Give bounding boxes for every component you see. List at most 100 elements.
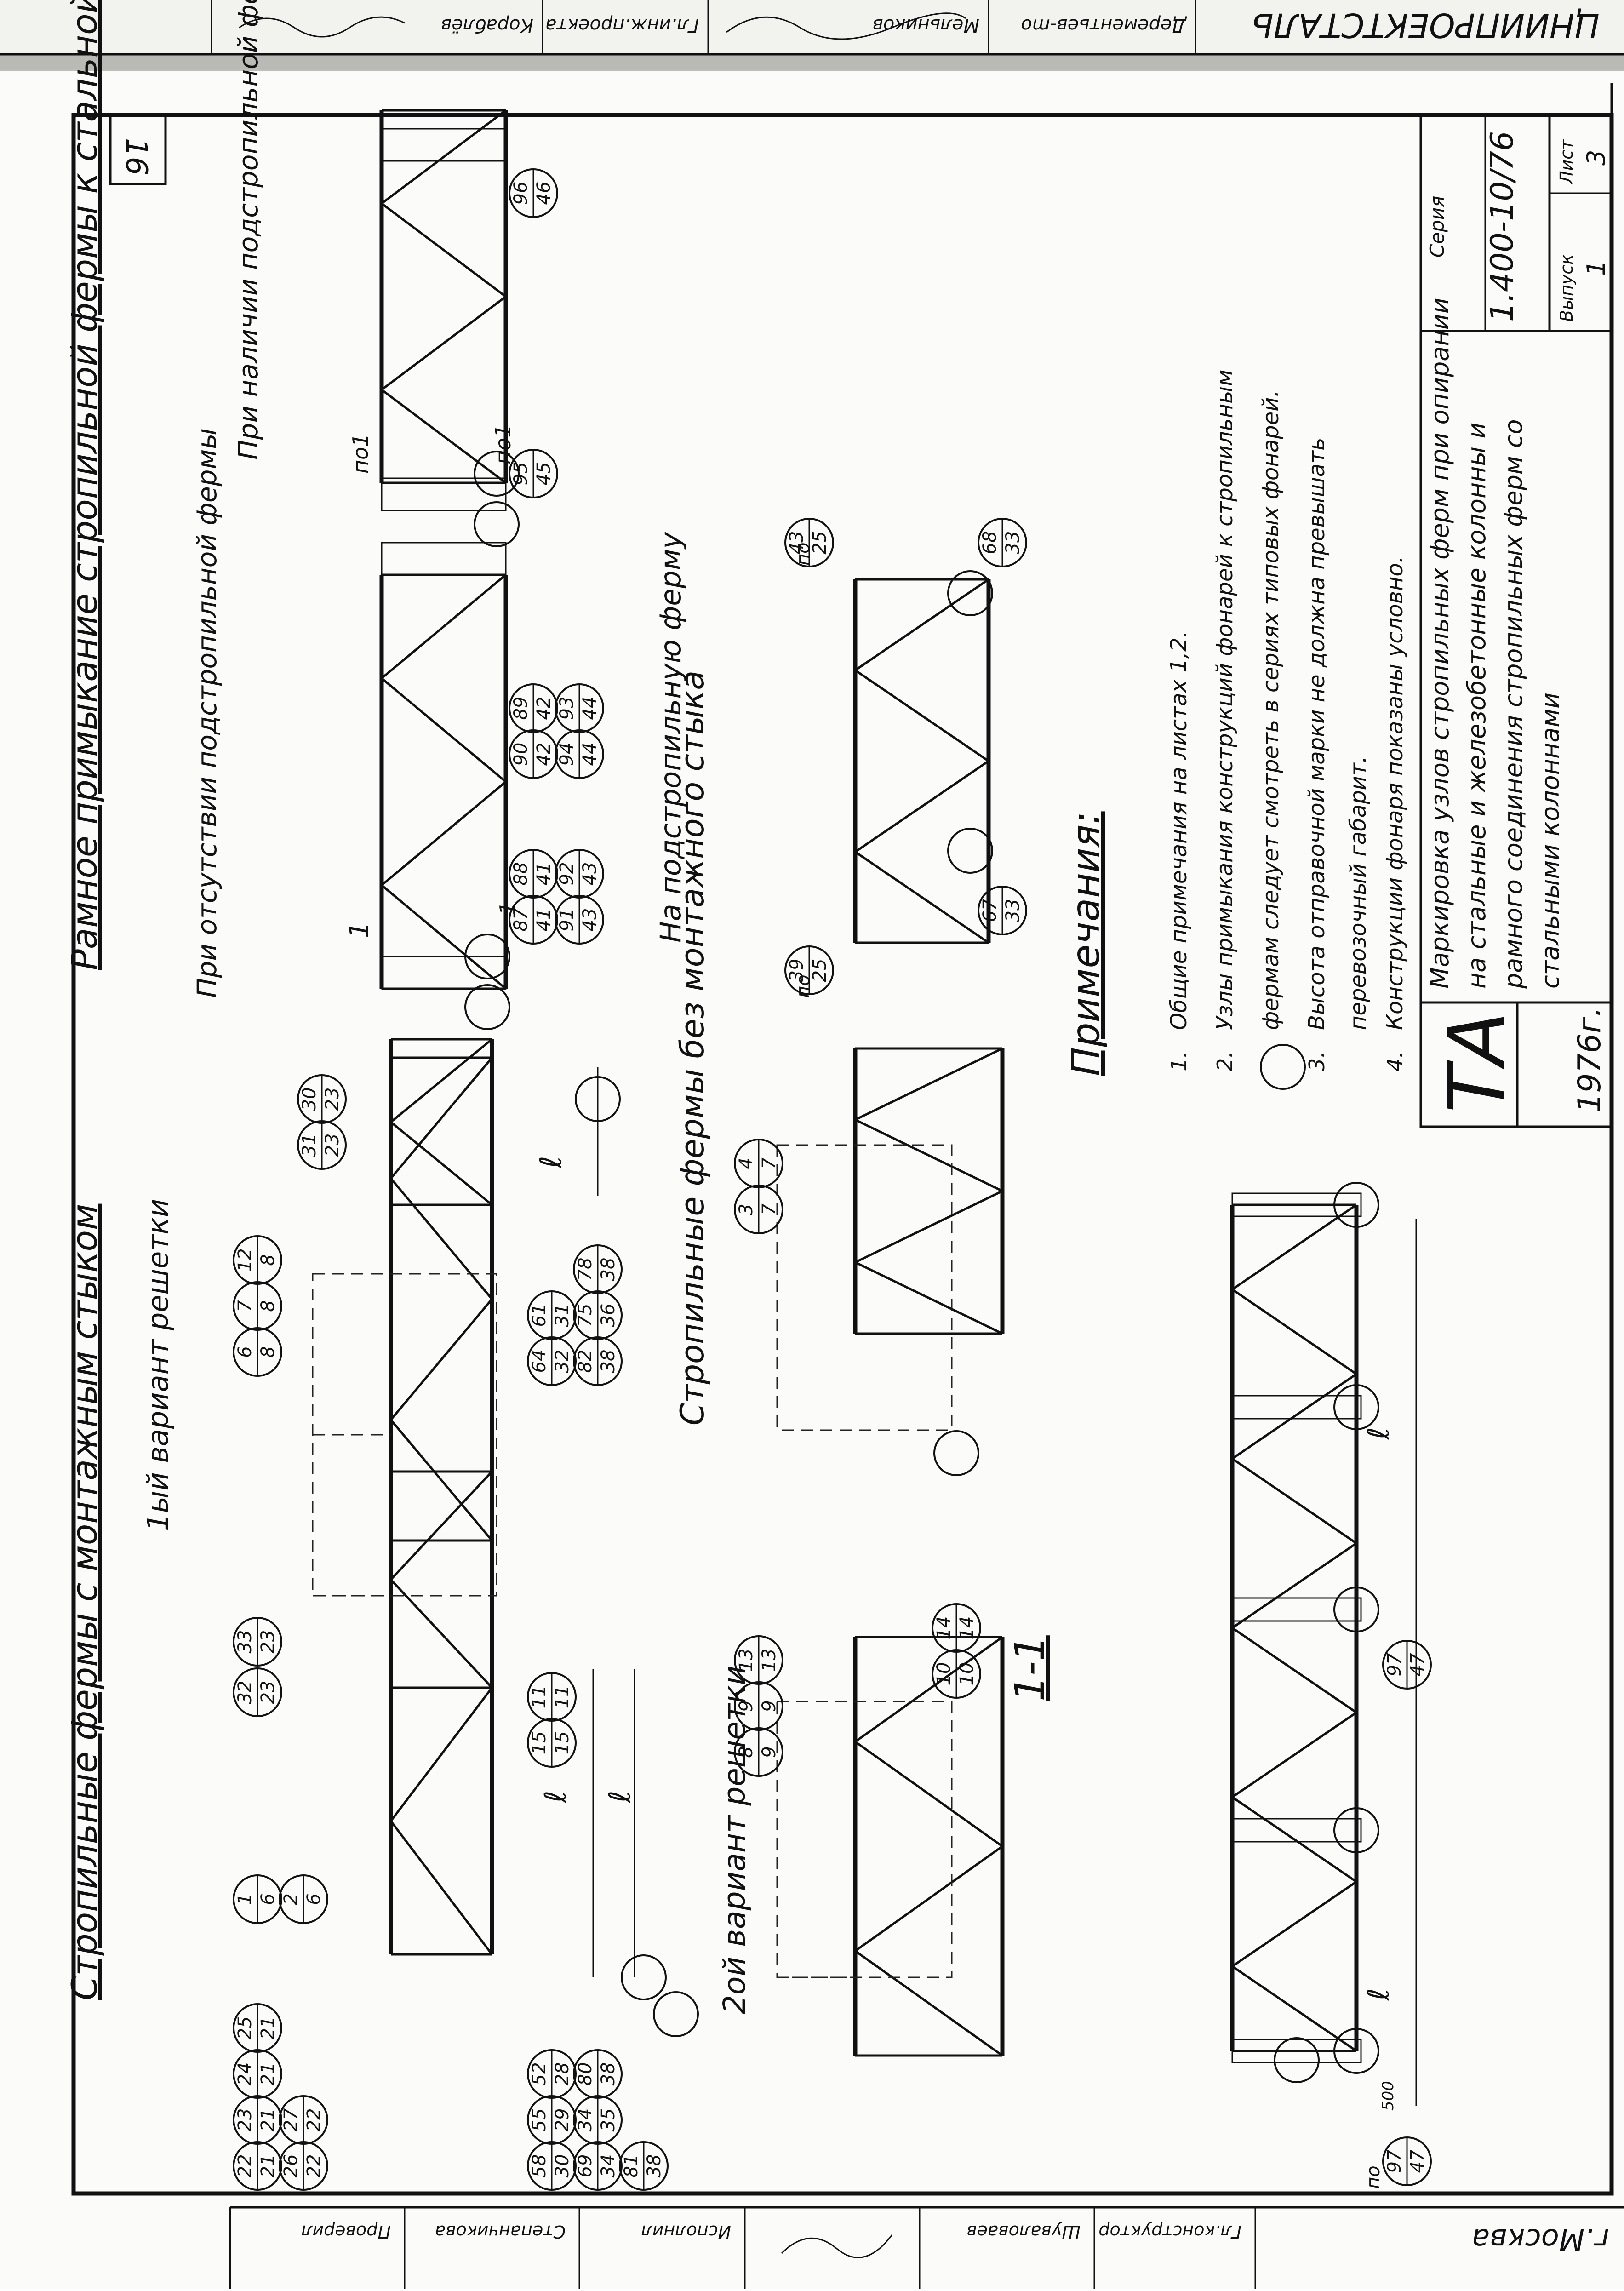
mark-number: 32 — [234, 1681, 256, 1704]
mark-sheet: 47 — [1407, 1653, 1428, 1676]
support-circle — [1333, 1384, 1379, 1430]
mark-number: 4 — [736, 1157, 757, 1169]
mark-sheet: 38 — [644, 2154, 665, 2178]
title-year: 1976г. — [1572, 1007, 1608, 1113]
series-value: 1.400-10/76 — [1484, 131, 1521, 322]
mark-number: 31 — [299, 1134, 320, 1157]
truss-member — [1231, 1203, 1357, 1291]
mark-sheet: 23 — [322, 1134, 343, 1157]
truss-member — [390, 1121, 493, 1206]
mark-number: 1 — [234, 1893, 256, 1905]
truss-member — [1231, 1288, 1357, 1375]
mark-sheet: 38 — [598, 2062, 619, 2086]
mark-number: 14 — [933, 1616, 955, 1640]
mark-sheet: 8 — [257, 1346, 279, 1357]
mark-number: 15 — [529, 1731, 550, 1755]
mark-number: 82 — [575, 1350, 596, 1373]
note-text-4: Конструкции фонаря показаны условно. — [1382, 556, 1408, 1030]
title-desc-1: на стальные и железобетонные колонны и — [1462, 423, 1491, 989]
truss-member — [854, 1741, 1003, 1848]
title-rafter-trusses: Стропильные фермы с монтажным стыком — [64, 1204, 105, 2000]
truss-member — [854, 1636, 1003, 1743]
mark-number: 3 — [736, 1203, 757, 1215]
truss-member — [390, 1419, 493, 1541]
mark-sheet: 29 — [552, 2108, 573, 2132]
mark-number: 89 — [510, 697, 532, 720]
mark-sheet: 42 — [533, 743, 555, 766]
sheet-value: 3 — [1582, 150, 1611, 166]
support-circle — [933, 1430, 979, 1476]
mark-sheet: 8 — [257, 1300, 279, 1312]
dim-l-2: ℓ — [603, 1791, 637, 1803]
mark-sheet: 22 — [303, 2108, 325, 2132]
signature-scribble-3 — [781, 2234, 893, 2258]
mark-sheet: 38 — [598, 1258, 619, 1281]
mark-sheet: 21 — [257, 2062, 279, 2086]
support-circle — [474, 451, 520, 497]
mark-sheet: 44 — [579, 743, 600, 766]
sheet-number-box: 16 — [109, 114, 167, 185]
truss-member — [381, 574, 507, 679]
title-org: ТА — [1431, 1012, 1522, 1113]
mark-number: 39 — [786, 959, 807, 982]
series-label: Серия — [1426, 196, 1448, 258]
dim-l-3: ℓ — [534, 1156, 568, 1168]
mark-sheet: 36 — [598, 1304, 619, 1327]
note-text-2: Узлы примыкания конструкций фонарей к ст… — [1212, 370, 1238, 1030]
note-num-3: 3. — [1304, 1051, 1329, 1071]
cut-mark-po1: по1 — [348, 434, 373, 474]
support-circle — [653, 1991, 699, 2037]
mark-sheet: 14 — [956, 1616, 978, 1640]
mark-sheet: 22 — [303, 2154, 325, 2178]
mark-sheet: 21 — [257, 2154, 279, 2178]
mark-sheet: 21 — [257, 2016, 279, 2040]
mark-number: 2 — [280, 1893, 302, 1905]
signature-scribble-1 — [239, 16, 405, 38]
truss-member — [390, 1579, 493, 1689]
lantern-outline-3 — [776, 1144, 953, 1431]
title-no-joint: Стропильные фермы без монтажного стыка — [674, 670, 711, 1426]
mark-sheet: 47 — [1407, 2149, 1428, 2173]
mark-number: 78 — [575, 1258, 596, 1281]
note-text-2b: фермам следует смотреть в сериях типовых… — [1258, 390, 1284, 1030]
bottom-cell-0: Гл.конструктор — [1098, 2222, 1241, 2242]
mark-number: 80 — [575, 2062, 596, 2086]
dimension-labels: ℓ ℓ ℓ ℓ ℓ 500 по 1 по1 по1 1 по по — [344, 424, 1397, 2189]
truss-section-1-1 — [1230, 1203, 1359, 2052]
truss-drawings — [312, 109, 1417, 2106]
mark-sheet: 46 — [533, 182, 555, 205]
truss-member — [1231, 1457, 1357, 1545]
bottom-cell-1: Шуваловаев — [966, 2222, 1081, 2242]
title-no-sub-truss: При отсутствии подстропильной фермы — [191, 428, 223, 998]
support-circle — [1260, 1044, 1306, 1090]
truss-member — [390, 1057, 493, 1180]
truss-var1-seg1 — [389, 1686, 494, 1956]
mark-number: 11 — [529, 1685, 550, 1709]
truss-frame-no-sub-1 — [379, 573, 508, 990]
truss-member — [854, 1845, 1003, 1952]
section-post-0 — [1231, 2039, 1362, 2063]
